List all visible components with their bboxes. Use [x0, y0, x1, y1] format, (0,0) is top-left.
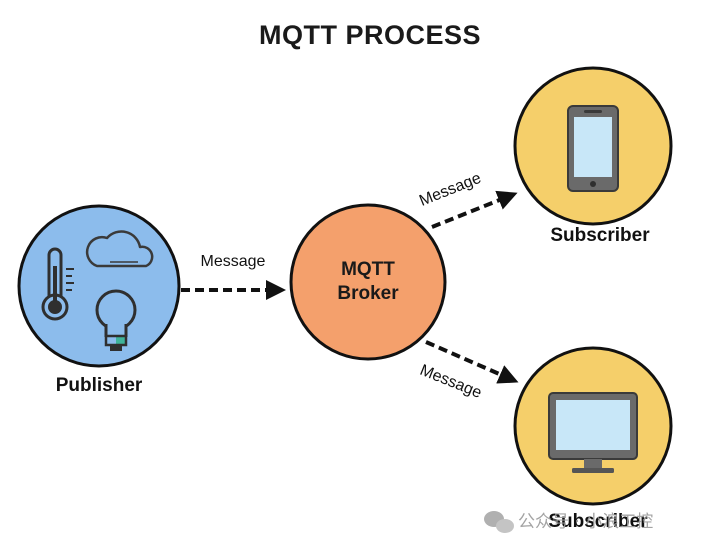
arrow-label-message: Message — [417, 170, 484, 210]
wechat-icon — [484, 511, 514, 533]
arrow-label-message: Message — [417, 362, 484, 402]
arrow-label-message: Message — [201, 253, 266, 270]
lightbulb-icon — [95, 289, 137, 351]
subscriber-phone-node: Subscriber — [513, 66, 673, 246]
subscriber-monitor-label: Subscriber — [548, 511, 648, 532]
monitor-icon — [548, 392, 638, 473]
watermark: 公众号 · 小浪工控 — [484, 511, 653, 533]
phone-icon — [567, 105, 619, 192]
publisher-node: Publisher — [17, 204, 181, 396]
watermark-text: 公众号 · 小浪工控 — [518, 512, 653, 532]
cloud-icon — [85, 230, 154, 268]
thermometer-icon — [41, 247, 74, 321]
subscriber-phone-label: Subscriber — [550, 225, 650, 246]
arrow-line — [425, 340, 519, 384]
publisher-label: Publisher — [56, 375, 143, 396]
arrow-line — [431, 190, 518, 229]
arrow-publisher-to-broker: Message — [181, 253, 286, 300]
broker-node: MQTT Broker — [289, 203, 447, 361]
broker-label-line1: MQTT — [341, 259, 395, 280]
arrow-broker-to-monitor: Message — [417, 340, 519, 402]
diagram-title: MQTT PROCESS — [259, 20, 481, 50]
arrow-broker-to-phone: Message — [417, 170, 518, 229]
subscriber-monitor-node: Subscriber — [513, 346, 673, 532]
broker-label-line2: Broker — [337, 283, 399, 304]
broker-circle — [289, 203, 447, 361]
publisher-circle — [17, 204, 181, 368]
